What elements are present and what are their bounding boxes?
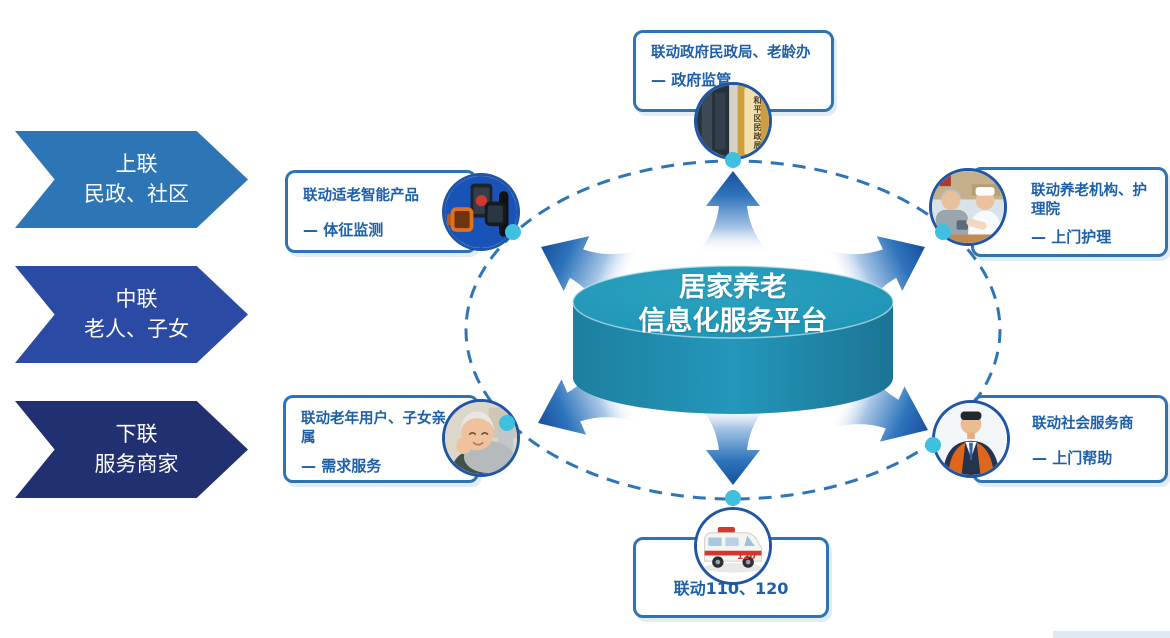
service-worker-photo — [932, 400, 1010, 478]
banner-line: 老人、子女 — [84, 316, 189, 341]
service-worker-illustration — [935, 403, 1007, 475]
node-box-government: 联动政府民政局、老龄办 — 政府监管 — [633, 30, 834, 112]
banner-line: 上联 — [115, 151, 158, 176]
smart-devices-photo — [442, 173, 520, 251]
node-title: 联动养老机构、护理院 — [1031, 183, 1147, 218]
platform-title: 居家养老 信息化服务平台 — [566, 271, 900, 339]
ambulance-number-text: 120 — [737, 552, 756, 562]
ambulance-illustration — [697, 510, 769, 582]
elderly-woman-photo — [442, 399, 520, 477]
nursing-care-photo — [929, 168, 1007, 246]
connection-dot-lower-left — [499, 415, 515, 431]
government-building-photo: 和平区民政局 — [694, 82, 772, 160]
ambulance-photo: 120 — [694, 507, 772, 585]
elderly-woman-illustration — [445, 402, 517, 474]
node-subtitle: — 上门帮助 — [1032, 448, 1113, 467]
node-title: 联动老年用户、子女亲属 — [301, 411, 446, 446]
building-sign-text: 和平区民政局 — [753, 96, 762, 150]
platform-title-line1: 居家养老 — [679, 272, 787, 303]
radiate-arrow-up-icon — [698, 171, 768, 252]
banner-line: 下联 — [115, 421, 158, 446]
connection-dot-top — [725, 152, 741, 168]
connection-dot-lower-right — [925, 437, 941, 453]
platform-cylinder — [572, 265, 894, 414]
node-title: 联动社会服务商 — [1032, 416, 1134, 432]
banner-line: 民政、社区 — [84, 181, 189, 206]
node-subtitle: — 上门护理 — [1031, 228, 1112, 247]
connection-dot-upper-left — [505, 224, 521, 240]
platform-title-line2: 信息化服务平台 — [638, 306, 828, 337]
radiate-arrow-down-icon — [698, 404, 768, 485]
smart-devices-illustration — [445, 176, 517, 248]
banner-line: 服务商家 — [94, 451, 179, 476]
node-subtitle: — 需求服务 — [301, 457, 382, 476]
node-subtitle: — 政府监管 — [651, 70, 732, 89]
connection-dot-bottom — [725, 490, 741, 506]
banner-line: 中联 — [115, 286, 158, 311]
node-title: 联动适老智能产品 — [303, 188, 419, 204]
node-subtitle: — 体征监测 — [303, 220, 384, 239]
connection-dot-upper-right — [935, 224, 951, 240]
corner-accent-bar — [1053, 631, 1170, 638]
node-title: 联动政府民政局、老龄办 — [651, 45, 811, 61]
node-label: 联动110、120 — [673, 579, 789, 598]
